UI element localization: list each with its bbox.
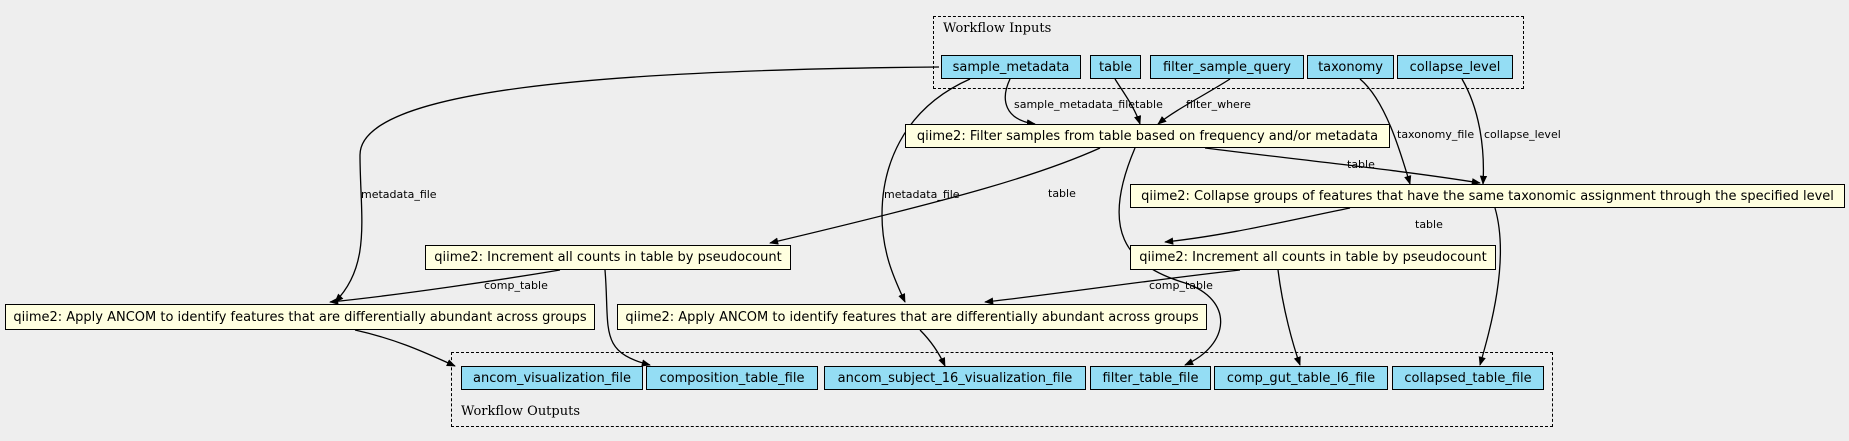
edge-label-comp-table-2: comp_table bbox=[1149, 279, 1213, 292]
input-table[interactable]: table bbox=[1090, 55, 1141, 79]
step-ancom-2[interactable]: qiime2: Apply ANCOM to identify features… bbox=[617, 304, 1207, 330]
edge-label-taxonomy-file: taxonomy_file bbox=[1397, 128, 1475, 141]
edge-label-table: table bbox=[1135, 98, 1163, 111]
edge-filter-to-pseudo1 bbox=[769, 147, 1101, 245]
step-pseudocount-2[interactable]: qiime2: Increment all counts in table by… bbox=[1130, 245, 1496, 270]
edge-collapse-to-pseudo2 bbox=[1164, 207, 1351, 245]
edge-label-metadata-file-ancom1: metadata_file bbox=[361, 188, 437, 201]
input-filter-sample-query[interactable]: filter_sample_query bbox=[1150, 55, 1304, 79]
edge-label-collapse-pseudo2-table: table bbox=[1415, 218, 1443, 231]
input-taxonomy[interactable]: taxonomy bbox=[1307, 55, 1394, 79]
workflow-outputs-cluster bbox=[451, 352, 1553, 427]
edge-label-collapse-level: collapse_level bbox=[1484, 128, 1561, 141]
output-composition-table-file[interactable]: composition_table_file bbox=[646, 366, 818, 390]
step-filter-samples[interactable]: qiime2: Filter samples from table based … bbox=[905, 124, 1390, 148]
output-collapsed-table-file[interactable]: collapsed_table_file bbox=[1392, 366, 1544, 390]
edge-filter-sample-query-to-filter bbox=[1157, 78, 1231, 125]
edge-ancom2-to-ancom-subject-16-visualization-file bbox=[919, 329, 946, 367]
edge-label-metadata-file-ancom2: metadata_file bbox=[884, 188, 960, 201]
edge-collapse-level-to-collapse bbox=[1461, 78, 1488, 185]
edge-collapse-to-collapsed-table-file bbox=[1478, 207, 1501, 366]
output-filter-table-file[interactable]: filter_table_file bbox=[1090, 366, 1211, 390]
edge-ancom1-to-ancom-visualization-file bbox=[354, 329, 456, 367]
workflow-outputs-label: Workflow Outputs bbox=[461, 404, 580, 419]
edge-pseudo2-to-ancom2 bbox=[984, 269, 1241, 305]
edge-filter-to-filter-table-file bbox=[1118, 147, 1222, 366]
edge-pseudo1-to-composition-table-file bbox=[604, 269, 651, 367]
input-collapse-level[interactable]: collapse_level bbox=[1397, 55, 1513, 79]
output-ancom-visualization-file[interactable]: ancom_visualization_file bbox=[461, 366, 643, 390]
edge-label-filter-collapse-table: table bbox=[1347, 158, 1375, 171]
step-ancom-1[interactable]: qiime2: Apply ANCOM to identify features… bbox=[5, 304, 595, 330]
edge-sample-metadata-to-filter bbox=[1004, 78, 1036, 127]
edge-label-sample-metadata-file: sample_metadata_file bbox=[1014, 98, 1136, 111]
edge-table-to-filter bbox=[1114, 78, 1142, 125]
input-sample-metadata[interactable]: sample_metadata bbox=[941, 55, 1081, 79]
step-pseudocount-1[interactable]: qiime2: Increment all counts in table by… bbox=[425, 245, 791, 270]
edge-sample-metadata-to-ancom2 bbox=[881, 78, 971, 303]
edge-pseudo1-to-ancom1 bbox=[329, 269, 561, 305]
edge-label-filter-where: filter_where bbox=[1186, 98, 1251, 111]
edge-label-comp-table-1: comp_table bbox=[484, 279, 548, 292]
workflow-inputs-cluster bbox=[933, 16, 1524, 89]
workflow-inputs-label: Workflow Inputs bbox=[943, 21, 1052, 36]
edge-filter-to-collapse bbox=[1204, 147, 1481, 186]
step-collapse-groups[interactable]: qiime2: Collapse groups of features that… bbox=[1130, 184, 1845, 208]
output-ancom-subject-16-visualization-file[interactable]: ancom_subject_16_visualization_file bbox=[824, 366, 1086, 390]
edge-label-filter-pseudo1-table: table bbox=[1048, 187, 1076, 200]
output-comp-gut-table-l6-file[interactable]: comp_gut_table_l6_file bbox=[1214, 366, 1388, 390]
edge-pseudo2-to-comp-gut-table-file bbox=[1277, 269, 1301, 366]
edge-sample-metadata-to-ancom1 bbox=[334, 66, 940, 303]
